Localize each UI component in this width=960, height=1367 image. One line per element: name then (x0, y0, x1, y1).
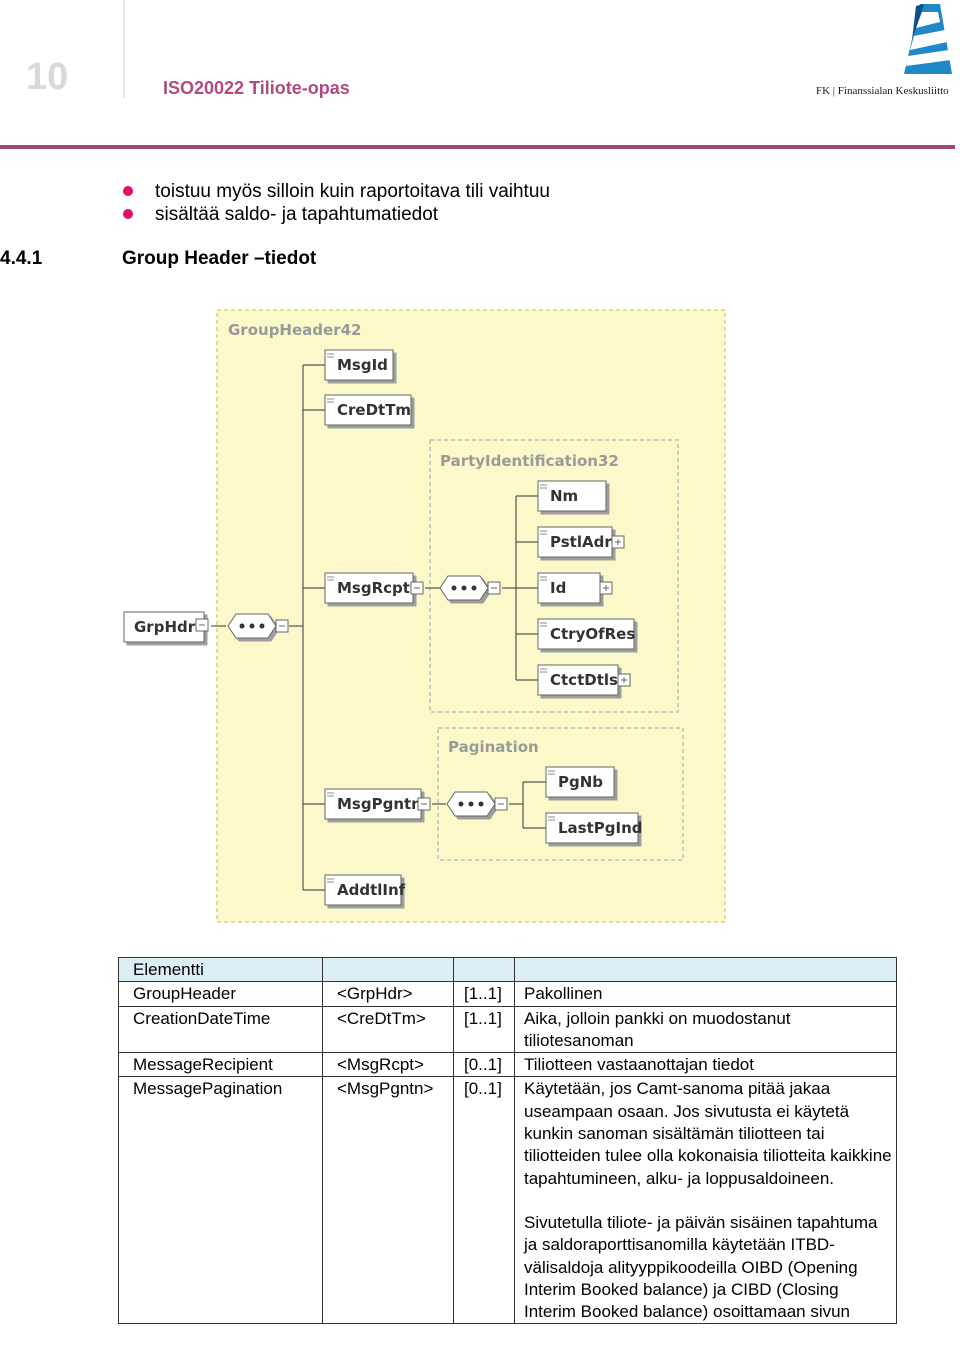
section-title: Group Header –tiedot (122, 248, 317, 269)
cardinality-cell: [0..1] (453, 1076, 515, 1325)
description-cell: Tiliotteen vastaanottajan tiedot (514, 1052, 897, 1078)
element-tag-cell: <CreDtTm> (322, 1005, 454, 1054)
node-lastpgind-label: LastPgInd (558, 819, 643, 837)
table-row: GroupHeader <GrpHdr> [1..1] Pakollinen (118, 981, 897, 1007)
list-item: toistuu myös silloin kuin raportoitava t… (120, 180, 550, 203)
description-cell: Käytetään, jos Camt-sanoma pitää jakaa u… (514, 1076, 897, 1325)
party-identification-label: PartyIdentification32 (440, 452, 619, 470)
cardinality-cell: [1..1] (453, 981, 515, 1007)
diagram-connectors (211, 364, 546, 891)
element-table: Elementti GroupHeader <GrpHdr> [1..1] Pa… (118, 956, 897, 1325)
node-grphdr-label: GrpHdr (134, 618, 196, 636)
fk-logo-icon (904, 4, 952, 74)
header-divider (123, 0, 125, 98)
cardinality-cell: [0..1] (453, 1052, 515, 1078)
node-grphdr (123, 611, 205, 643)
table-header-cell: Elementti (118, 956, 323, 983)
node-pgnb (545, 766, 615, 798)
description-text: Sivutetulla tiliote- ja päivän sisäinen … (524, 1212, 878, 1322)
table-header-cell (322, 956, 454, 983)
element-tag-cell: <MsgRcpt> (322, 1052, 454, 1078)
expand-icon (617, 673, 631, 687)
expand-icon (599, 581, 613, 595)
node-pgnb-label: PgNb (558, 773, 603, 791)
node-nm-label: Nm (550, 487, 578, 505)
description-cell: Aika, jolloin pankki on muodostanut tili… (514, 1005, 897, 1054)
node-msgid (324, 349, 394, 381)
node-credttm (324, 394, 412, 426)
pagination-box (437, 727, 684, 861)
node-msgrcpt (324, 572, 414, 604)
cardinality-cell: [1..1] (453, 1005, 515, 1054)
table-row: CreationDateTime <CreDtTm> [1..1] Aika, … (118, 1005, 897, 1054)
node-pstladr-label: PstlAdr (550, 533, 612, 551)
collapse-icon (195, 618, 209, 632)
element-name-cell: MessageRecipient (118, 1052, 323, 1078)
node-lastpgind (545, 812, 639, 844)
description-text: Tiliotteen vastaanottajan tiedot (524, 1055, 754, 1075)
header-rule (0, 145, 955, 149)
table-row: MessageRecipient <MsgRcpt> [0..1] Tiliot… (118, 1052, 897, 1078)
expand-icon (611, 535, 625, 549)
schema-diagram: GroupHeader42 PartyIdentification32 Pagi… (123, 309, 726, 923)
element-tag-cell: <MsgPgntn> (322, 1076, 454, 1325)
node-id (537, 572, 601, 604)
logo-text: FK | Finanssialan Keskusliitto (816, 85, 949, 97)
page-number: 10 (26, 56, 69, 98)
node-addtlinf-label: AddtlInf (337, 881, 406, 899)
bullet-list: toistuu myös silloin kuin raportoitava t… (120, 180, 550, 226)
document-title: ISO20022 Tiliote-opas (163, 78, 350, 98)
node-id-label: Id (550, 579, 566, 597)
node-msgpgntn-label: MsgPgntn (337, 795, 422, 813)
collapse-icon (417, 797, 431, 811)
node-pstladr (537, 526, 613, 558)
party-identification-box (429, 439, 679, 713)
description-text: Käytetään, jos Camt-sanoma pitää jakaa u… (524, 1079, 892, 1188)
section-number: 4.4.1 (0, 248, 43, 269)
pagination-label: Pagination (448, 738, 539, 756)
node-msgrcpt-label: MsgRcpt (337, 579, 410, 597)
collapse-icon (410, 581, 424, 595)
element-name-cell: MessagePagination (118, 1076, 323, 1325)
description-text: Aika, jolloin pankki on muodostanut tili… (524, 1008, 791, 1050)
description-cell: Pakollinen (514, 981, 897, 1007)
node-nm (537, 480, 607, 512)
element-name-cell: CreationDateTime (118, 1005, 323, 1054)
node-ctryofres-label: CtryOfRes (550, 625, 635, 643)
node-msgid-label: MsgId (337, 356, 388, 374)
node-addtlinf (324, 874, 402, 906)
group-header-label: GroupHeader42 (228, 321, 361, 339)
table-header-row: Elementti (118, 956, 897, 983)
bullet-icon (123, 209, 133, 219)
group-header-box (216, 309, 726, 923)
description-text: Pakollinen (524, 984, 603, 1004)
fk-logo: FK | Finanssialan Keskusliitto (812, 0, 960, 100)
bullet-icon (123, 186, 133, 196)
list-item: sisältää saldo- ja tapahtumatiedot (120, 203, 550, 226)
table-row: MessagePagination <MsgPgntn> [0..1] Käyt… (118, 1076, 897, 1325)
table-header-cell (514, 956, 897, 983)
element-tag-cell: <GrpHdr> (322, 981, 454, 1007)
table-header-cell (453, 956, 515, 983)
node-ctryofres (537, 618, 635, 650)
element-name-cell: GroupHeader (118, 981, 323, 1007)
node-credttm-label: CreDtTm (337, 401, 411, 419)
node-ctctdtls-label: CtctDtls (550, 671, 618, 689)
